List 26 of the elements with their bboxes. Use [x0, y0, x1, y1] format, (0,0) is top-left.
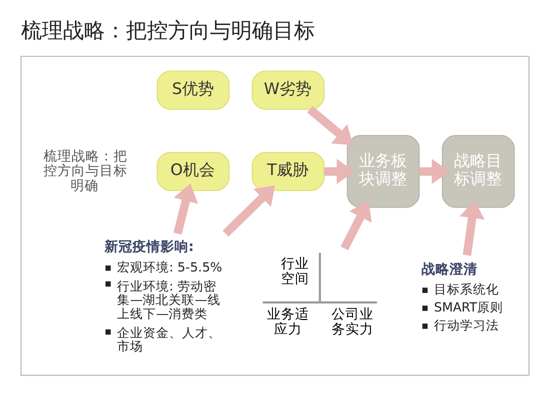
- arrow: [340, 200, 372, 250]
- node-label: 行业环境: 劳动密集—湖北关联—线上线下—消费类: [117, 278, 220, 321]
- node-label: 目标系统化: [434, 282, 499, 297]
- arrow: [324, 158, 355, 184]
- arrow: [222, 185, 276, 237]
- cluster: [20, 56, 530, 376]
- node-box: O机会: [156, 152, 230, 192]
- node-box: 战略目标调整: [442, 135, 515, 208]
- node-box: T威胁: [252, 152, 325, 192]
- node-box: 业务板块调整: [346, 135, 420, 208]
- node-label: 宏观环境: 5-5.5%: [117, 259, 222, 274]
- arrow: [173, 183, 198, 235]
- arrow: [419, 158, 450, 184]
- node-label: 新冠疫情影响:: [104, 239, 194, 256]
- node-label: SMART原则: [434, 300, 504, 315]
- diagram-title: 梳理战略：把控方向与明确目标: [20, 17, 315, 42]
- label: 梳理战略：把控方向与目标明确: [44, 148, 128, 194]
- node-label: 行动学习法: [434, 317, 499, 332]
- node-label: 企业资金、人才、市场: [117, 324, 222, 354]
- node-box: W劣势: [252, 70, 325, 110]
- arrow: [460, 200, 485, 256]
- node-label: 业务适应力: [267, 306, 310, 338]
- arrow: [307, 106, 353, 146]
- node-box: S优势: [156, 70, 230, 110]
- node-label: 战略澄清: [421, 261, 478, 278]
- node-label: 公司业务实力: [332, 306, 374, 338]
